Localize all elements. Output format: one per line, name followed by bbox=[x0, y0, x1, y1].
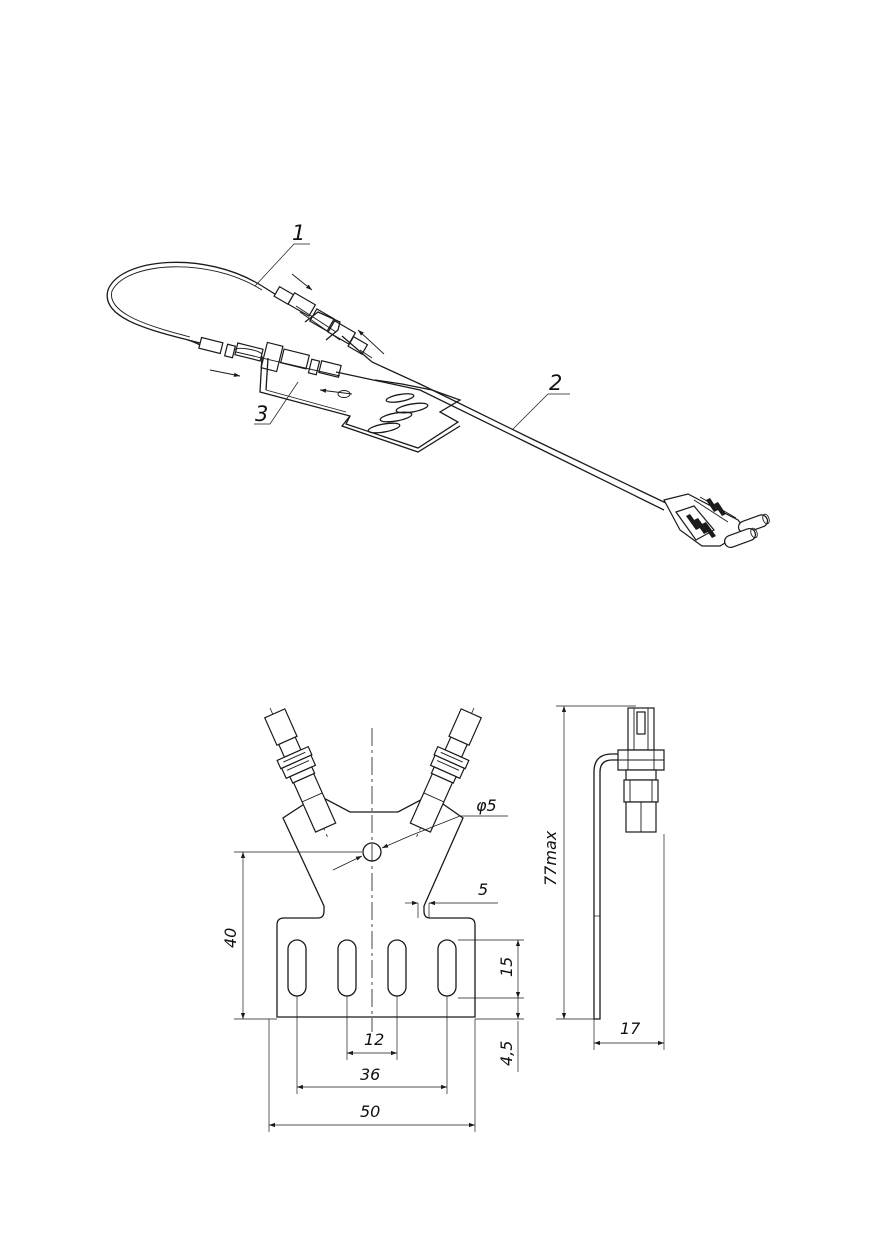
dim-overall-width-text: 50 bbox=[360, 1102, 380, 1121]
dim-side-depth-text: 17 bbox=[620, 1019, 641, 1038]
dim-hole-diameter: φ5 bbox=[332, 796, 508, 871]
dim-slot-length-text: 15 bbox=[497, 957, 516, 977]
dim-height-40: 40 bbox=[221, 851, 362, 1020]
lower-connector-pair bbox=[187, 336, 342, 378]
main-cable bbox=[335, 335, 669, 511]
callout-3: 3 bbox=[254, 381, 299, 426]
slot-1 bbox=[287, 939, 307, 997]
left-fiber-adapter bbox=[263, 708, 337, 833]
dim-notch-width-text: 5 bbox=[478, 880, 488, 899]
callout-3-label: 3 bbox=[255, 402, 268, 426]
callout-2: 2 bbox=[511, 371, 570, 431]
bracket-side-profile bbox=[593, 753, 623, 1020]
dim-side-depth: 17 bbox=[593, 834, 665, 1050]
assembly-arrows bbox=[209, 273, 385, 395]
duplex-connector bbox=[663, 493, 770, 549]
dim-overall-height-text: 77max bbox=[541, 830, 560, 886]
dim-height-40-text: 40 bbox=[221, 928, 240, 948]
slot-2 bbox=[337, 939, 357, 997]
isometric-assembly-view: 1 2 3 bbox=[106, 221, 770, 549]
slot-3 bbox=[387, 939, 407, 997]
dim-notch-width: 5 bbox=[405, 880, 498, 918]
mounting-bracket-iso bbox=[259, 355, 462, 453]
dim-slot-length: 15 bbox=[458, 939, 524, 999]
dim-overall-width: 50 bbox=[268, 1019, 476, 1132]
dim-overall-height: 77max bbox=[541, 705, 636, 1020]
callout-1-label: 1 bbox=[292, 221, 305, 245]
upper-connector-pair bbox=[261, 285, 369, 356]
bracket-side-view: 77max 17 bbox=[541, 705, 665, 1050]
bracket-front-view: φ5 5 40 15 4,5 bbox=[221, 707, 524, 1132]
center-hole bbox=[362, 842, 382, 862]
dim-slots-outer-spacing-text: 36 bbox=[360, 1065, 380, 1084]
dim-slots-outer-spacing: 36 bbox=[296, 996, 448, 1094]
dim-bottom-offset-text: 4,5 bbox=[497, 1041, 516, 1066]
callout-2-label: 2 bbox=[549, 371, 562, 395]
side-fiber-adapter bbox=[617, 707, 665, 833]
fiber-loop-cable bbox=[106, 261, 263, 349]
dim-hole-diameter-text: φ5 bbox=[476, 796, 497, 815]
callout-1: 1 bbox=[254, 221, 310, 287]
bracket-outline bbox=[276, 794, 476, 1018]
right-fiber-adapter bbox=[409, 708, 483, 833]
dim-bottom-offset: 4,5 bbox=[475, 996, 524, 1072]
slot-4 bbox=[437, 939, 457, 997]
dim-slot-spacing-text: 12 bbox=[364, 1030, 384, 1049]
dim-slot-spacing: 12 bbox=[346, 996, 398, 1060]
